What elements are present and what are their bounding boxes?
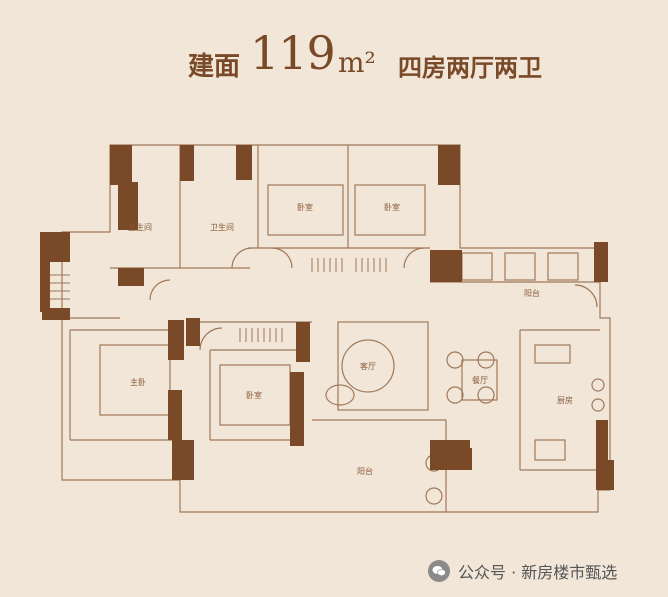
room-label-bedroom-middle: 卧室 <box>246 390 262 400</box>
room-label-balcony-side: 阳台 <box>524 288 540 298</box>
stair-hatching <box>50 258 387 342</box>
room-label-bedroom-top-right: 卧室 <box>384 202 400 212</box>
area-value: 119 <box>250 26 336 80</box>
wechat-icon <box>428 560 450 582</box>
room-label-master-bedroom: 主卧 <box>130 377 146 387</box>
watermark: 公众号 · 新房楼市甄选 <box>428 556 617 586</box>
room-label-kitchen: 厨房 <box>557 395 573 405</box>
area-unit: m² <box>338 46 376 79</box>
plan-title: 建面 119 m² 四房两厅两卫 <box>0 20 668 82</box>
room-label-dining: 餐厅 <box>472 376 488 385</box>
outline-lines <box>61 144 611 513</box>
watermark-text: 公众号 · 新房楼市甄选 <box>458 563 618 582</box>
room-label-bath-1: 卫生间 <box>128 222 152 232</box>
room-label-living: 客厅 <box>360 361 376 371</box>
room-label-bedroom-top-left: 卧室 <box>297 202 313 212</box>
title-prefix: 建面 <box>188 52 241 82</box>
room-label-balcony-bottom: 阳台 <box>357 466 373 476</box>
layout-type: 四房两厅两卫 <box>398 54 542 82</box>
room-label-bath-2: 卫生间 <box>210 222 234 232</box>
walls <box>40 145 614 490</box>
